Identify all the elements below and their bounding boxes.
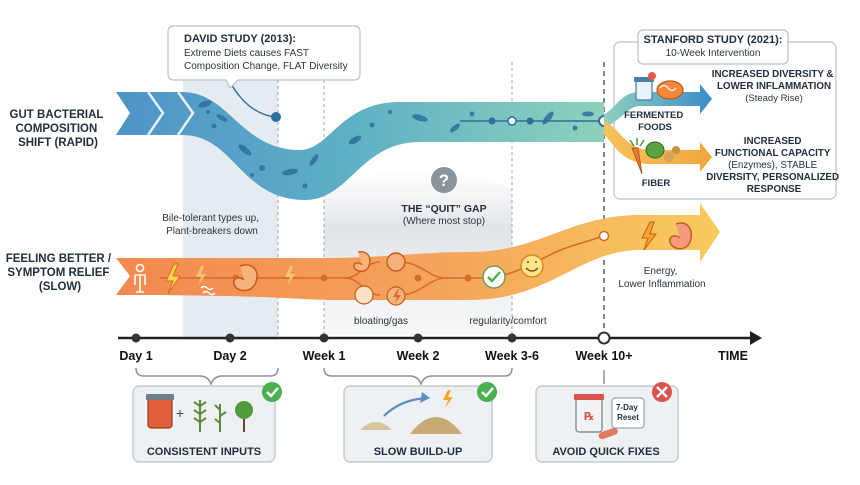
fermented-branch (604, 84, 712, 128)
fiber-result: INCREASED FUNCTIONAL CAPACITY (Enzymes),… (706, 136, 842, 195)
smiley-mouth (525, 261, 539, 272)
gut-chevron-1 (146, 91, 165, 136)
quit-gap-subtitle: (Where most stop) (403, 216, 485, 227)
gut-chevron-2 (176, 91, 195, 136)
person-icon (134, 263, 146, 293)
fermented-icons (634, 72, 684, 101)
card-2-label: SLOW BUILD-UP (374, 446, 463, 458)
gut-bacteria (198, 100, 594, 189)
feel-dots (232, 230, 610, 282)
question-mark: ? (439, 171, 449, 190)
feel-ribbon (116, 203, 720, 300)
check-mark (487, 271, 501, 283)
david-callout: DAVID STUDY (2013): Extreme Diets causes… (167, 25, 361, 90)
david-title: DAVID STUDY (2013): (184, 33, 296, 45)
card-1-label: CONSISTENT INPUTS (147, 446, 261, 458)
tick-label: Week 2 (397, 349, 440, 363)
tick-label: Week 3-6 (485, 349, 539, 363)
fermented-result-sub: (Steady Rise) (745, 93, 803, 104)
lightning-icon-small (196, 266, 206, 286)
fiber-icons (629, 138, 680, 175)
tick-label: Day 1 (119, 349, 152, 363)
svg-text:℞: ℞ (584, 411, 594, 423)
lightning-icon-mid (285, 266, 295, 286)
bloating-note: bloating/gas (354, 316, 408, 327)
fermented-label: FERMENTED FOODS (624, 110, 686, 133)
wavy-icon (200, 285, 216, 296)
david-line-1: Extreme Diets causes FAST (184, 48, 309, 59)
smiley-icon (520, 254, 544, 278)
bloat-cloud-icon (354, 285, 374, 305)
time-axis-arrow (750, 331, 762, 345)
card-3-label: AVOID QUICK FIXES (552, 446, 659, 458)
bottle-text: 7-Day Reset (616, 403, 640, 422)
bile-note: Bile-tolerant types up, Plant-breakers d… (162, 213, 262, 237)
fiber-branch (604, 121, 712, 172)
feel-row-label: FEELING BETTER / SYMPTOM RELIEF (SLOW) (6, 253, 115, 293)
david-line-2: Composition Change, FLAT Diversity (184, 61, 348, 72)
swirl-icon (386, 252, 406, 272)
stomach-icon-top (353, 251, 371, 272)
gut-row-label: GUT BACTERIAL COMPOSITION SHIFT (RAPID) (10, 109, 107, 149)
lightning-icon (165, 263, 181, 295)
quit-gap-title: THE “QUIT” GAP (401, 203, 486, 215)
stanford-title: STANFORD STUDY (2021): (644, 34, 783, 46)
tick-label: Week 10+ (575, 349, 632, 363)
card-slow-build-up: SLOW BUILD-UP (343, 382, 497, 463)
svg-text:+: + (176, 405, 184, 421)
brace-mid (323, 367, 513, 387)
time-axis-label: TIME (718, 349, 748, 363)
lightning-icon-bloat (393, 289, 401, 303)
time-axis-ticks: Day 1 Day 2 Week 1 Week 2 Week 3-6 Week 10+ (119, 349, 632, 363)
energy-note: Energy, Lower Inflammation (618, 266, 705, 290)
brace-left (135, 367, 279, 387)
fiber-label: FIBER (642, 178, 671, 189)
card-avoid-quick-fixes: ℞ 7-Day Reset AVOID QUICK FIXES (535, 382, 679, 463)
card-consistent-inputs: + CONSISTENT INPUTS (132, 382, 282, 463)
tick-label: Week 1 (303, 349, 346, 363)
gut-ribbon (116, 92, 604, 200)
regularity-note: regularity/comfort (469, 316, 546, 327)
lightning-icon-energy (641, 221, 657, 251)
fermented-result-head: INCREASED DIVERSITY & LOWER INFLAMMATION (712, 69, 837, 92)
time-axis-dots (131, 331, 611, 345)
david-pointer-line (229, 81, 277, 118)
stomach-icon-end (668, 222, 692, 250)
stanford-subtitle: 10-Week Intervention (666, 48, 761, 59)
tick-label: Day 2 (213, 349, 246, 363)
stomach-icon (232, 264, 258, 292)
question-icon (431, 167, 457, 193)
